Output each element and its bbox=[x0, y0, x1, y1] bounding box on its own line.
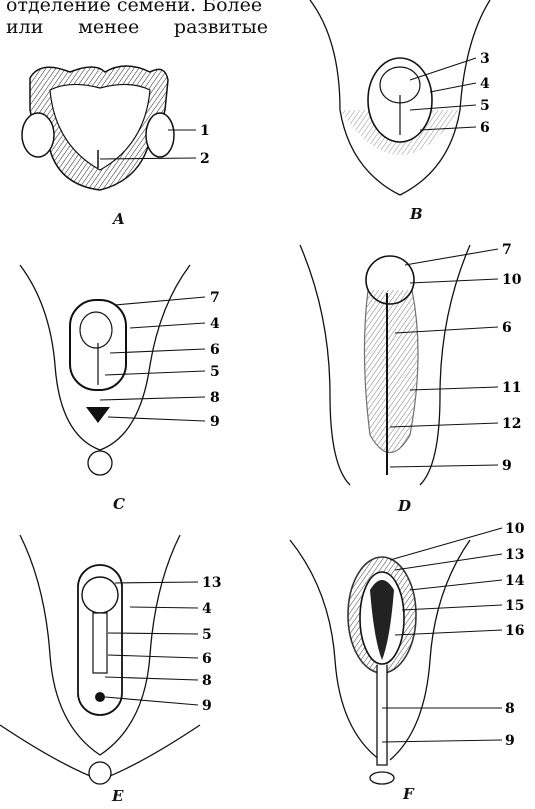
panel-c: 7 4 6 5 8 9 C bbox=[0, 245, 260, 515]
caption-b: B bbox=[410, 205, 423, 223]
panel-f: 10 13 14 15 16 8 9 F bbox=[280, 510, 535, 809]
label-f-13: 13 bbox=[505, 547, 524, 563]
label-c-9: 9 bbox=[210, 414, 220, 430]
label-a-2: 2 bbox=[200, 151, 210, 167]
caption-f: F bbox=[403, 785, 414, 803]
label-e-6: 6 bbox=[202, 651, 212, 667]
caption-e: E bbox=[112, 787, 123, 805]
label-f-14: 14 bbox=[505, 573, 525, 589]
label-e-4: 4 bbox=[202, 601, 212, 617]
caption-a: A bbox=[113, 210, 125, 228]
panel-d: 7 10 6 11 12 9 D bbox=[290, 235, 535, 515]
label-e-8: 8 bbox=[202, 673, 212, 689]
label-b-4: 4 bbox=[480, 76, 490, 92]
panel-f-drawing: 10 13 14 15 16 8 9 bbox=[280, 510, 535, 809]
panel-d-drawing: 7 10 6 11 12 9 bbox=[290, 235, 535, 515]
intro-line-1: отделение семени. Более bbox=[6, 0, 268, 16]
intro-word-1: или bbox=[6, 16, 43, 38]
panel-e-drawing: 13 4 5 6 8 9 bbox=[0, 525, 260, 809]
label-b-3: 3 bbox=[480, 51, 490, 67]
label-f-16: 16 bbox=[505, 623, 524, 639]
intro-word-3: развитые bbox=[174, 16, 268, 38]
panel-b-drawing: 3 4 5 6 bbox=[300, 0, 535, 230]
panel-c-drawing: 7 4 6 5 8 9 bbox=[0, 245, 260, 515]
panel-b: 3 4 5 6 B bbox=[300, 0, 535, 230]
label-c-4: 4 bbox=[210, 316, 220, 332]
label-d-7: 7 bbox=[502, 242, 512, 258]
panel-e: 13 4 5 6 8 9 E bbox=[0, 525, 260, 809]
label-a-1: 1 bbox=[200, 123, 210, 139]
label-b-6: 6 bbox=[480, 120, 490, 136]
label-c-6: 6 bbox=[210, 342, 220, 358]
panel-a: 1 2 A bbox=[0, 50, 260, 240]
intro-line-2: или менее развитые bbox=[6, 16, 268, 38]
label-d-9: 9 bbox=[502, 458, 512, 474]
intro-word-2: менее bbox=[78, 16, 139, 38]
intro-text: отделение семени. Более или менее развит… bbox=[6, 0, 268, 38]
label-c-7: 7 bbox=[210, 290, 220, 306]
label-f-10: 10 bbox=[505, 521, 525, 537]
label-e-9: 9 bbox=[202, 698, 212, 714]
label-f-15: 15 bbox=[505, 598, 524, 614]
label-d-10: 10 bbox=[502, 272, 522, 288]
caption-c: C bbox=[113, 495, 125, 513]
label-f-8: 8 bbox=[505, 701, 515, 717]
panel-a-drawing: 1 2 bbox=[0, 50, 260, 240]
label-c-8: 8 bbox=[210, 390, 220, 406]
label-c-5: 5 bbox=[210, 364, 220, 380]
label-e-13: 13 bbox=[202, 575, 221, 591]
label-d-6: 6 bbox=[502, 320, 512, 336]
label-f-9: 9 bbox=[505, 733, 515, 749]
label-d-12: 12 bbox=[502, 416, 521, 432]
label-b-5: 5 bbox=[480, 98, 490, 114]
label-d-11: 11 bbox=[502, 380, 521, 396]
label-e-5: 5 bbox=[202, 627, 212, 643]
